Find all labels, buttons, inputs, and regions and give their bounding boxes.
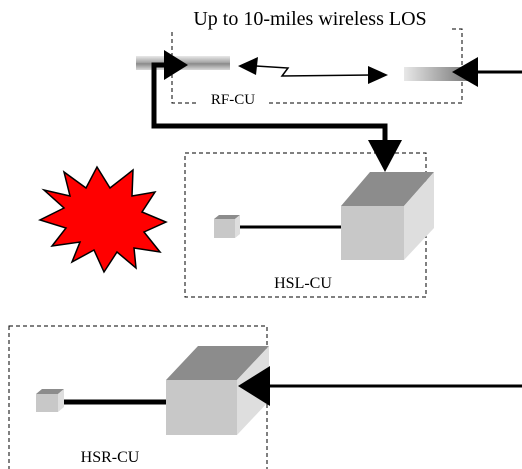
- hsr-connector-icon: [36, 389, 64, 412]
- link-label: Up to 10-miles wireless LOS: [193, 8, 426, 30]
- hsl-cube-icon: [341, 172, 434, 260]
- hsl-cu-boundary: [184, 152, 427, 298]
- rf-to-hsl-cable: [151, 50, 402, 172]
- right-antenna-feed-arrow: [452, 57, 522, 87]
- rf-cu-label-background: [196, 90, 268, 104]
- hsl-connector-icon: [214, 215, 240, 238]
- wireless-link-arrow: [238, 57, 388, 84]
- rf-cu-label: RF-CU: [211, 92, 255, 108]
- alarm-burst-icon: [37, 165, 168, 274]
- hsr-cu-label: HSR-CU: [81, 449, 140, 466]
- hsr-cube-icon: [166, 346, 269, 435]
- link-label-background: [168, 7, 452, 31]
- hsl-cu-label: HSL-CU: [274, 275, 332, 292]
- hsr-feed-arrow: [238, 366, 522, 406]
